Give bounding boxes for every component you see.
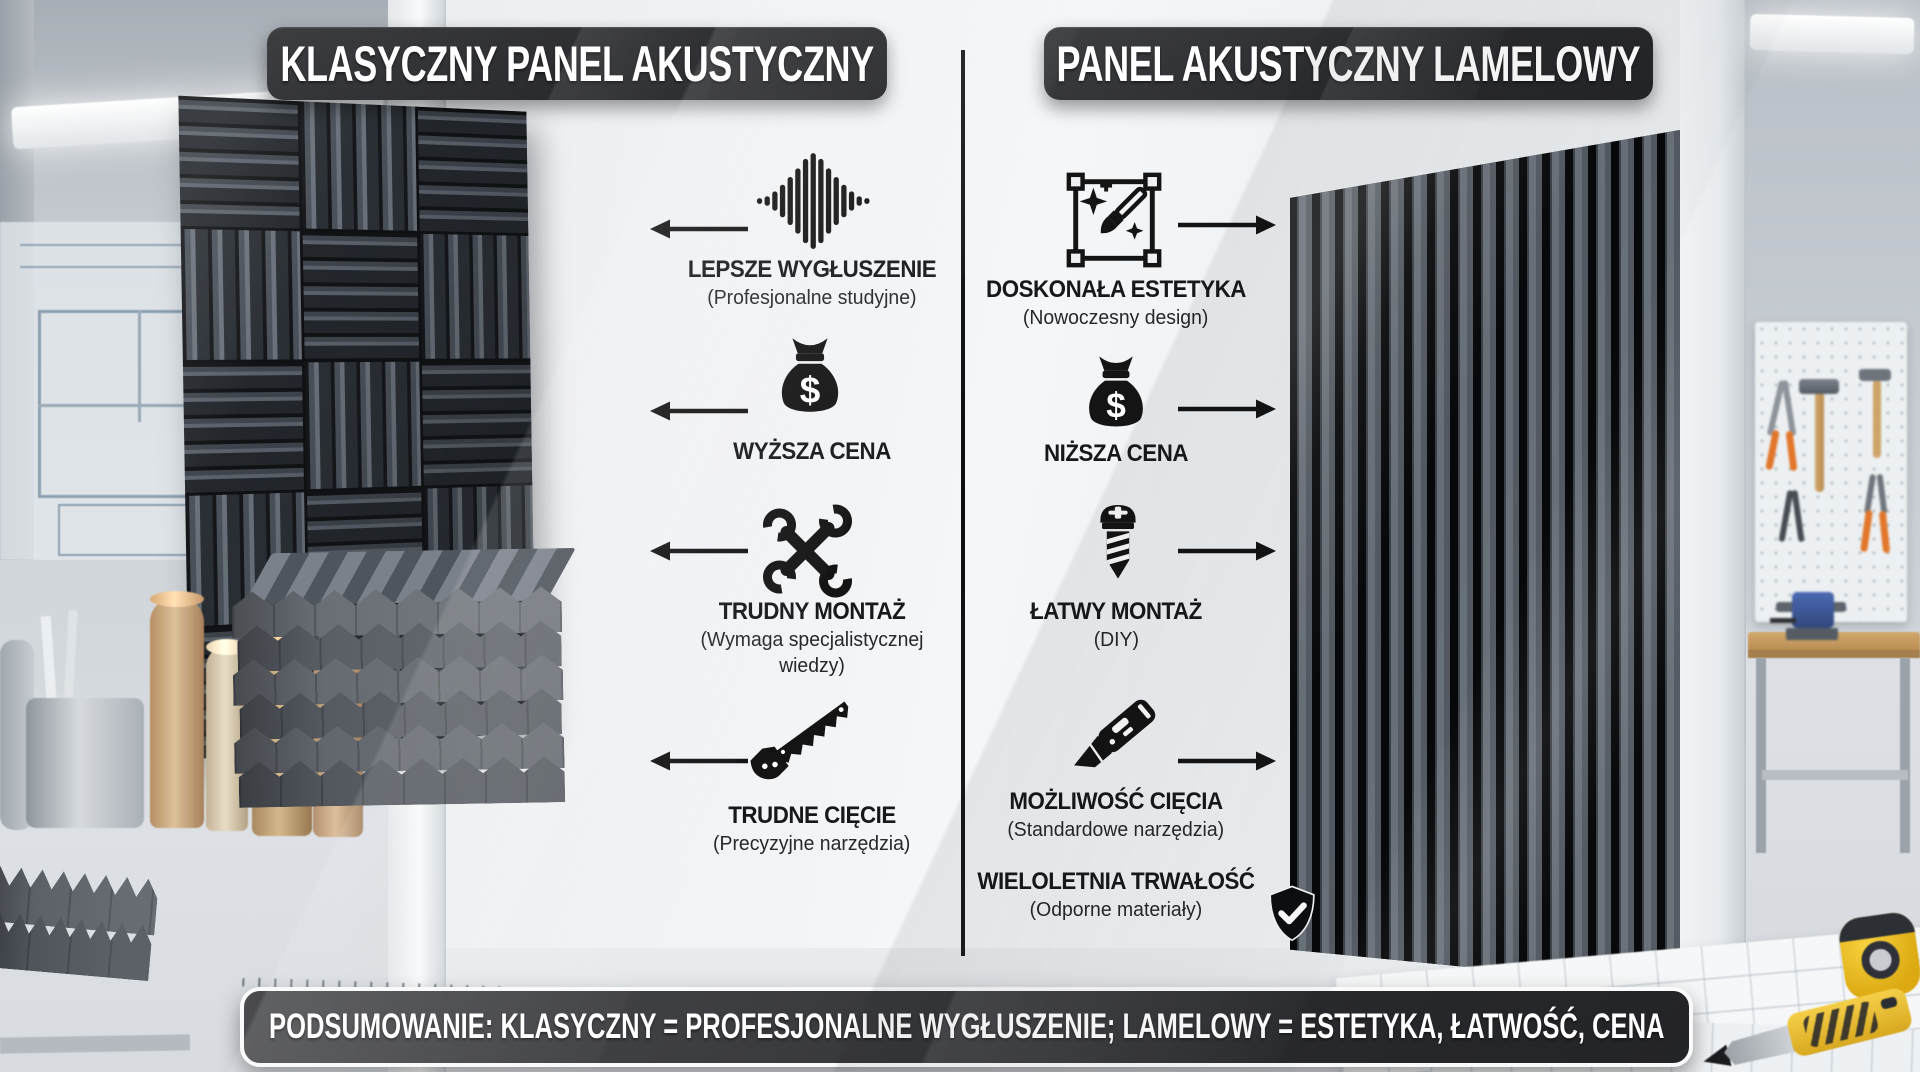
feature-title: NIŻSZA CENA [1043,440,1189,467]
feature-title: TRUDNY MONTAŻ [718,598,906,625]
metal-strip [0,1034,191,1054]
feature-subtitle: (Standardowe narzędzia) [1007,819,1225,841]
feature-title: ŁATWY MONTAŻ [1030,598,1202,625]
feature-left-4: TRUDNE CIĘCIE (Precyzyjne narzędzia) [622,802,1002,858]
right-title-pill: PANEL AKUSTYCZNY LAMELOWY [1044,27,1653,100]
column-divider [961,50,965,956]
foam-wedge-stack [231,547,576,804]
feature-title: WIELOLETNIA TRWAŁOŚĆ [977,868,1255,895]
feature-right-5: WIELOLETNIA TRWAŁOŚĆ (Odporne materiały) [926,868,1306,924]
small-hammer-head-icon [1859,369,1891,381]
arrow-left-icon [650,541,748,561]
feature-title: MOŻLIWOŚĆ CIĘCIA [1009,788,1223,815]
storage-bin [26,698,144,828]
summary-pill: PODSUMOWANIE: KLASYCZNY = PROFESJONALNE … [240,987,1693,1067]
left-title-pill: KLASYCZNY PANEL AKUSTYCZNY [267,27,887,100]
cutters-handle-icon [1860,509,1873,553]
summary-body: KLASYCZNY = PROFESJONALNE WYGŁUSZENIE; L… [500,1007,1665,1046]
feature-title: WYŻSZA CENA [733,438,891,465]
cutters-icon [1863,473,1877,515]
ceiling-light-right [1749,13,1915,55]
workbench-leg [1900,658,1910,853]
workbench-shelf [1762,770,1908,780]
arrow-right-icon [1178,541,1276,561]
feature-subtitle: (Profesjonalne studyjne) [707,287,917,309]
paper-roll [150,598,204,828]
arrow-left-icon [650,401,748,421]
design-frame-icon [1066,172,1162,268]
feature-subtitle: (DIY) [1093,629,1139,651]
arrow-right-icon [1178,215,1276,235]
wall-corner-pillar [1680,0,1746,1072]
sound-wave-icon [756,153,870,249]
feature-subtitle: (Nowoczesny design) [1023,307,1209,329]
lamella-slat-panel [1290,129,1680,989]
pegboard [1755,322,1907,622]
feature-left-3: TRUDNY MONTAŻ (Wymaga specjalistycznej w… [622,598,1002,679]
feature-right-4: MOŻLIWOŚĆ CIĘCIA (Standardowe narzędzia) [926,788,1306,844]
feature-title: DOSKONAŁA ESTETYKA [986,276,1246,303]
money-bag-icon: $ [781,338,839,412]
crossed-wrenches-icon [763,504,852,598]
feature-subtitle: (Odporne materiały) [1029,899,1203,921]
feature-right-1: DOSKONAŁA ESTETYKA (Nowoczesny design) [926,276,1306,332]
feature-right-2: NIŻSZA CENA [926,440,1306,468]
arrow-right-icon [1178,751,1276,771]
shield-check-icon [1269,885,1315,942]
pliers-handle-icon [1785,430,1798,472]
arrow-left-icon [650,219,748,239]
right-title: PANEL AKUSTYCZNY LAMELOWY [1056,35,1641,92]
hammer-icon [1815,392,1824,492]
utility-knife-icon [1074,699,1156,768]
dark-pliers-icon [1778,489,1794,543]
bench-vise [1770,588,1850,640]
hand-saw-icon [750,701,849,780]
svg-text:$: $ [800,369,821,410]
money-bag-icon: $ [1089,356,1143,427]
feature-left-1: LEPSZE WYGŁUSZENIE (Profesjonalne studyj… [622,256,1002,312]
feature-subtitle: (Precyzyjne narzędzia) [713,833,911,855]
arrow-left-icon [650,751,748,771]
arrow-right-icon [1178,399,1276,419]
small-hammer-icon [1873,380,1881,458]
pliers-handle-icon [1765,429,1780,471]
summary-prefix: PODSUMOWANIE: [268,1007,494,1046]
left-title: KLASYCZNY PANEL AKUSTYCZNY [280,35,874,92]
hammer-head-icon [1799,379,1839,394]
workbench-apron [1748,650,1920,658]
workbench-leg [1756,658,1766,853]
feature-title: LEPSZE WYGŁUSZENIE [687,256,937,283]
feature-title: TRUDNE CIĘCIE [728,802,896,829]
cutters-icon [1876,473,1888,515]
foam-wedge-piece [0,865,159,1049]
feature-subtitle: (Wymaga specjalistycznej wiedzy) [700,629,924,677]
screw-icon [1100,505,1136,579]
pliers-icon [1781,379,1797,437]
dark-pliers-icon [1791,489,1805,543]
svg-text:$: $ [1106,387,1126,426]
cutters-handle-icon [1878,510,1891,554]
feature-right-3: ŁATWY MONTAŻ (DIY) [926,598,1306,654]
summary-text: PODSUMOWANIE: KLASYCZNY = PROFESJONALNE … [269,1007,1664,1047]
feature-left-2: WYŻSZA CENA [622,438,1002,466]
